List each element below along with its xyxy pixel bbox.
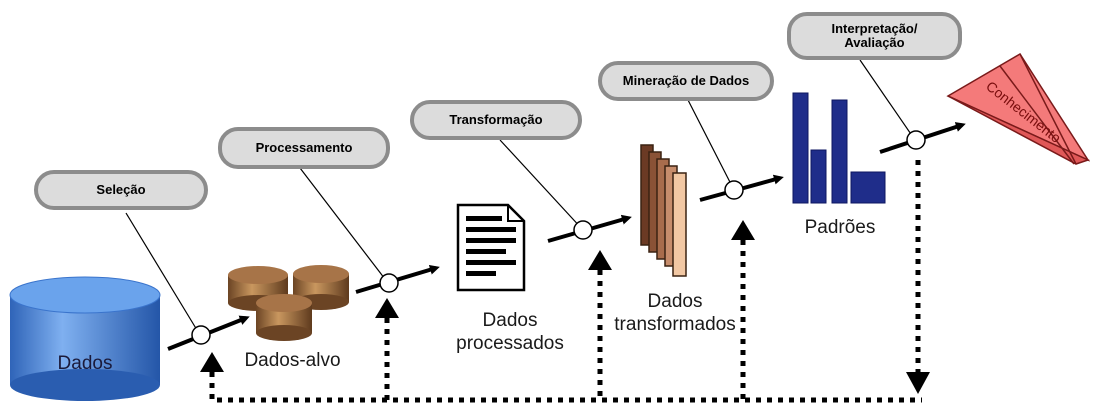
document-icon	[456, 203, 526, 292]
step-mineracao: Mineração de Dados	[598, 61, 774, 101]
dados-alvo-icon	[228, 265, 349, 341]
dados-alvo-label: Dados-alvo	[244, 350, 341, 371]
step-circles	[191, 130, 926, 345]
feedback-arrowheads	[200, 220, 930, 394]
feedback-loop	[209, 160, 922, 403]
conhecimento-cone-icon: Conhecimento	[946, 52, 1091, 165]
step-selecao: Seleção	[34, 170, 208, 210]
dados-transformados-label: Dados transformados	[614, 291, 736, 335]
dados-label: Dados	[57, 353, 113, 374]
transformed-data-icon	[640, 144, 687, 277]
step-transformacao: Transformação	[410, 100, 582, 140]
step-processamento: Processamento	[218, 127, 390, 169]
pointer-lines	[125, 59, 916, 336]
step-interpretacao: Interpretação/ Avaliação	[787, 12, 962, 60]
padroes-bars-icon	[792, 92, 886, 204]
dados-database-icon	[9, 276, 161, 401]
padroes-label: Padrões	[804, 217, 876, 238]
dados-processados-label: Dados processados	[456, 310, 564, 354]
